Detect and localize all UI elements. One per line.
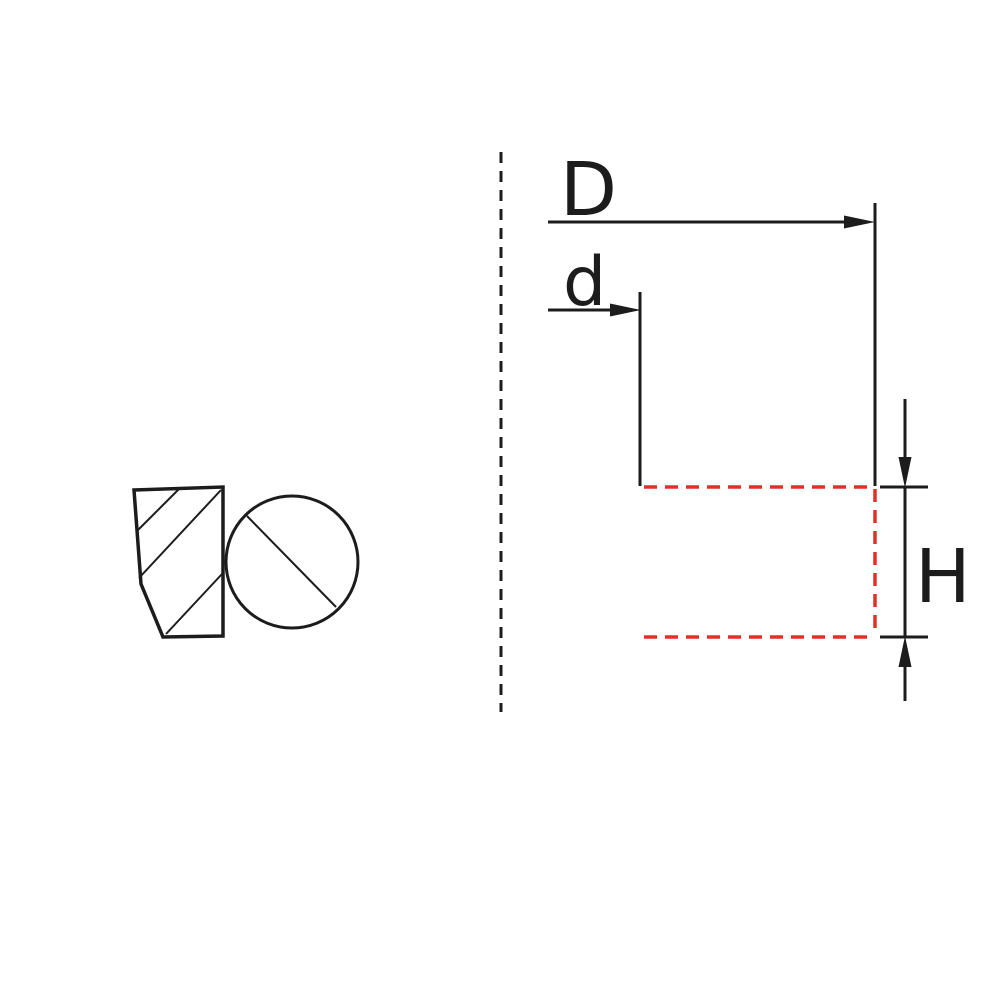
seal-cross-section xyxy=(132,485,360,639)
inner-diameter-dimension: d xyxy=(548,243,642,486)
seal-profile-outline xyxy=(132,485,225,639)
height-label: H xyxy=(915,534,971,620)
seal-position-dashed-outline xyxy=(644,485,877,639)
inner-diameter-arrowhead xyxy=(610,303,641,317)
hatch-line xyxy=(138,489,222,579)
outer-diameter-label: D xyxy=(560,147,617,233)
oring-hatch-line xyxy=(246,515,337,608)
height-dimension: H xyxy=(880,399,971,701)
height-upper-arrowhead xyxy=(898,457,912,488)
outer-diameter-arrowhead xyxy=(844,215,875,229)
hatch-line xyxy=(165,573,223,635)
height-lower-arrowhead xyxy=(898,636,912,667)
outer-diameter-dimension: D xyxy=(548,147,877,486)
hatch-line xyxy=(135,488,180,533)
oring-cross-section xyxy=(224,494,360,630)
